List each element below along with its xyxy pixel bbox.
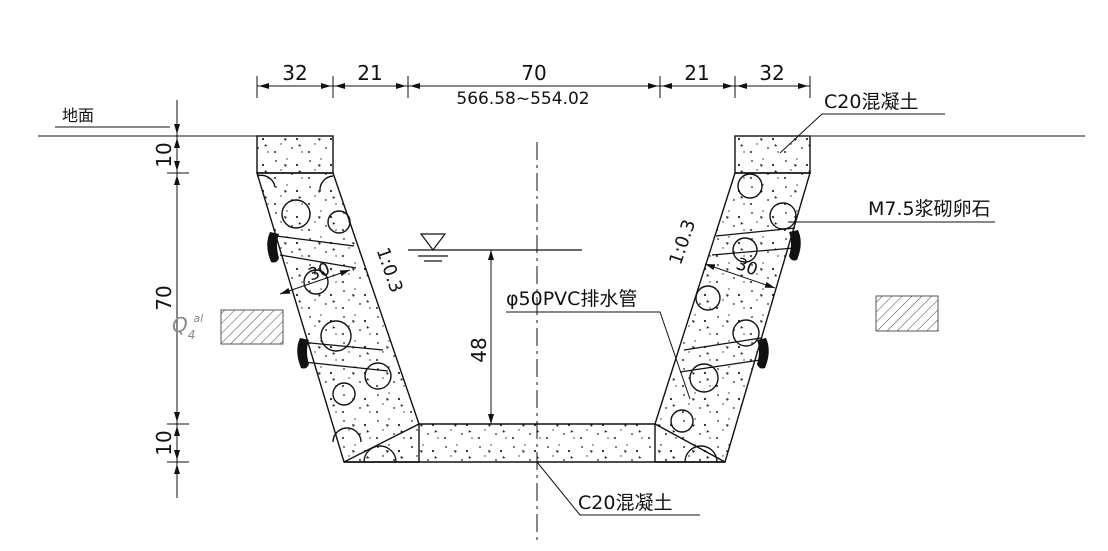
drain-pipes bbox=[275, 227, 796, 373]
dim-top-center-range: 566.58~554.02 bbox=[456, 89, 589, 109]
dim-left-top: 10 bbox=[152, 142, 176, 167]
dim-top-right-2: 21 bbox=[684, 61, 709, 85]
wall-thickness-dimensions bbox=[279, 263, 776, 295]
right-wall bbox=[654, 172, 811, 463]
soil-symbol-sup: al bbox=[193, 312, 203, 325]
right-slope-label: 1:0.3 bbox=[665, 217, 700, 267]
dim-left-bottom: 10 bbox=[152, 430, 176, 455]
callout-drain-pipe: φ50PVC排水管 bbox=[506, 288, 637, 310]
dim-top-left-2: 21 bbox=[357, 61, 382, 85]
right-top-cap bbox=[734, 135, 811, 174]
bottom-slab bbox=[343, 423, 726, 463]
channel-body bbox=[256, 135, 811, 463]
pipe-outlets bbox=[267, 230, 801, 369]
dim-top-left-1: 32 bbox=[282, 61, 307, 85]
soil-hatch-box-left bbox=[220, 309, 284, 345]
dim-top-center: 70 bbox=[521, 61, 546, 85]
dim-top-right-1: 32 bbox=[759, 61, 784, 85]
left-top-cap bbox=[256, 135, 334, 174]
callout-bottom-concrete: C20混凝土 bbox=[578, 492, 672, 514]
callout-masonry: M7.5浆砌卵石 bbox=[868, 198, 991, 220]
callout-top-concrete: C20混凝土 bbox=[824, 91, 918, 113]
left-slope-label: 1:0.3 bbox=[372, 245, 407, 295]
soil-hatch-box-right bbox=[875, 295, 939, 332]
cobble-stones bbox=[256, 173, 797, 463]
ground-label: 地面 bbox=[62, 106, 94, 125]
top-dimension-chain bbox=[256, 76, 811, 98]
callout-leaders bbox=[506, 113, 995, 516]
soil-symbol-q: Q bbox=[172, 313, 188, 337]
dim-left-middle: 70 bbox=[152, 285, 176, 310]
water-level-symbol bbox=[408, 233, 582, 262]
water-depth-value: 48 bbox=[467, 337, 491, 362]
soil-symbol-sub: 4 bbox=[188, 328, 196, 342]
left-dimension-chain bbox=[167, 100, 189, 498]
soil-symbol: Q4 al bbox=[172, 312, 203, 342]
